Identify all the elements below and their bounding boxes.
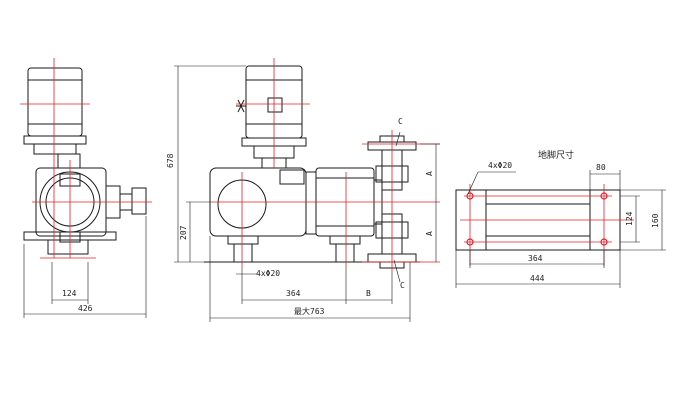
- foundation-dim-444: 444: [530, 274, 545, 283]
- bolt-hole-bottom-left: [466, 238, 474, 246]
- side-view: [23, 67, 147, 255]
- foundation-dim-80: 80: [596, 163, 606, 172]
- front-label-A-bottom: A: [425, 231, 434, 236]
- side-motor-body: [27, 67, 83, 137]
- foundation-dim-364: 364: [528, 254, 543, 263]
- front-dim-B: B: [366, 289, 371, 298]
- foundation-bolt-holes: [466, 192, 608, 246]
- front-label-C-bottom: C: [400, 281, 405, 290]
- bolt-hole-top-left: [466, 192, 474, 200]
- bolt-hole-top-right: [600, 192, 608, 200]
- front-dim-max763: 最大763: [294, 306, 325, 316]
- side-dim-426: 426: [78, 304, 93, 313]
- foundation-title: 地脚尺寸: [538, 149, 574, 161]
- foundation-dim-124: 124: [625, 211, 634, 226]
- front-dim-364: 364: [286, 289, 301, 298]
- front-foot-left: [227, 235, 259, 245]
- side-dim-124: 124: [62, 289, 77, 298]
- front-label-A-top: A: [425, 171, 434, 176]
- front-view: [204, 65, 420, 269]
- front-dim-bolts: 4xΦ20: [256, 269, 280, 278]
- front-dim-207: 207: [179, 225, 188, 240]
- front-foot-right: [329, 235, 361, 245]
- front-dim-678: 678: [166, 153, 175, 168]
- foundation-bolts: 4xΦ20: [488, 161, 512, 170]
- front-terminal-box: [267, 97, 283, 113]
- side-outlet-flange: [131, 187, 147, 215]
- bolt-hole-bottom-right: [600, 238, 608, 246]
- centerlines: [20, 58, 634, 272]
- foundation-dim-160: 160: [651, 213, 660, 228]
- front-label-C-top: C: [398, 117, 403, 126]
- dimension-lines: [23, 65, 666, 322]
- side-motor-base: [23, 135, 87, 145]
